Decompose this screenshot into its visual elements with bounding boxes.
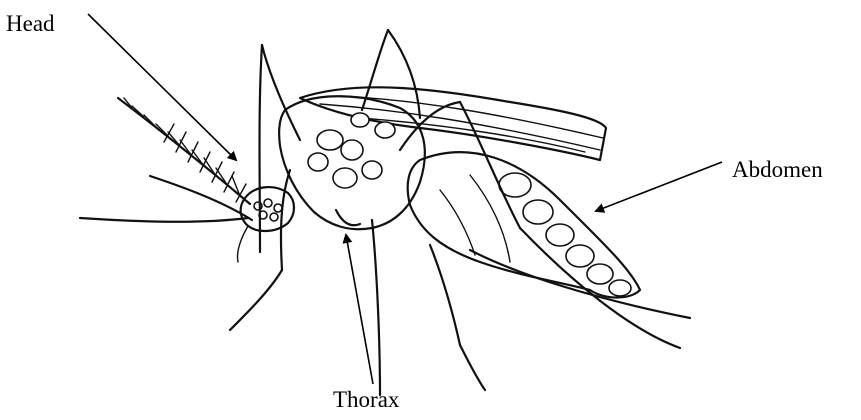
thorax-label: Thorax [333, 388, 399, 411]
head-pointer-arrow [88, 14, 236, 160]
legs [230, 30, 690, 395]
head-label: Head [6, 12, 55, 35]
proboscis [80, 218, 248, 222]
thorax-spots [308, 113, 395, 188]
compound-eye [254, 199, 282, 221]
abdomen-label: Abdomen [732, 158, 823, 181]
abdomen-spots [499, 173, 631, 296]
thorax-pointer-arrow [346, 235, 373, 384]
abdomen-pointer-arrow [596, 162, 722, 211]
head-body [241, 187, 294, 231]
mosquito-illustration [80, 30, 690, 395]
